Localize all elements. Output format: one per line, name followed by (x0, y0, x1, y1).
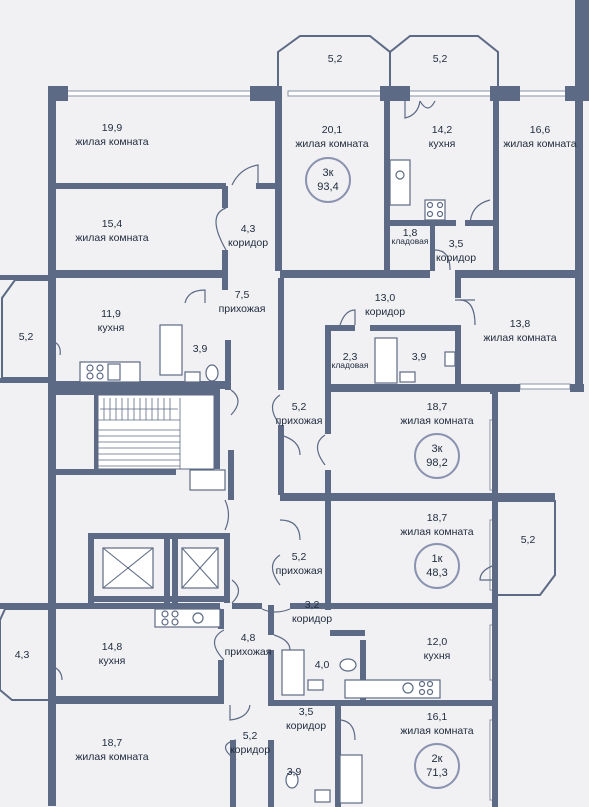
corridor-13-0-area: 13,0 (375, 292, 396, 304)
balcony-right-5-2-area: 5,2 (521, 534, 536, 546)
balcony-left-4-3-area: 4,3 (15, 649, 30, 661)
living-room-19-9-name: жилая комната (75, 136, 148, 148)
apartment-badges: 3к 93,4 3к 98,2 1к 48,3 2к 71,3 (305, 157, 460, 789)
hall-4-8-area: 4,8 (241, 632, 256, 644)
staircase (97, 394, 215, 470)
bath-4-0-area: 4,0 (315, 659, 330, 671)
living-room-16-6-name: жилая комната (503, 138, 576, 150)
balcony-left-5-2-area: 5,2 (19, 331, 34, 343)
corridor-13-0-name: коридор (365, 306, 405, 318)
apt-type: 3к (323, 167, 334, 179)
hall-4-8-name: прихожая (225, 646, 272, 658)
bath-3-9-left-area: 3,9 (193, 343, 208, 355)
apt-type: 3к (432, 443, 443, 455)
apt-badge-3k-98: 3к 98,2 (414, 433, 460, 479)
kitchen-12-0-name: кухня (424, 650, 451, 662)
storage-1-8-area: 1,8 (403, 227, 418, 239)
corridor-4-3-area: 4,3 (241, 223, 256, 235)
kitchen-12-0-area: 12,0 (427, 636, 448, 648)
apt-badge-3k-93: 3к 93,4 (305, 157, 351, 203)
hall-7-5-name: прихожая (219, 303, 266, 315)
living-room-20-1-area: 20,1 (322, 124, 343, 136)
apt-area: 48,3 (426, 567, 447, 579)
room-labels: 5,2 5,2 19,9 жилая комната 20,1 жилая ко… (15, 53, 577, 778)
living-room-16-6-area: 16,6 (530, 124, 551, 136)
living-room-15-4-name: жилая комната (75, 232, 148, 244)
living-room-16-1-area: 16,1 (427, 711, 448, 723)
living-room-13-8-area: 13,8 (510, 318, 531, 330)
corridor-4-3-name: коридор (228, 237, 268, 249)
storage-2-3-name: кладовая (332, 360, 369, 370)
living-room-18-7-upper-area: 18,7 (427, 401, 448, 413)
living-room-18-7-mid-area: 18,7 (427, 512, 448, 524)
kitchen-11-9-area: 11,9 (101, 308, 121, 320)
doors (47, 100, 496, 761)
hall-5-2-lower-name: прихожая (276, 565, 323, 577)
corridor-3-5-top-area: 3,5 (449, 238, 464, 250)
bath-3-9-mid-area: 3,9 (412, 351, 427, 363)
kitchen-11-9-name: кухня (98, 322, 125, 334)
apt-type: 1к (432, 553, 443, 565)
corridor-5-2-bottom-name: коридор (230, 744, 270, 756)
kitchen-14-8-area: 14,8 (102, 641, 123, 653)
corridor-3-5-bottom-name: коридор (286, 720, 326, 732)
corridor-3-5-top-name: коридор (436, 252, 476, 264)
balcony-top-right-area: 5,2 (433, 53, 448, 65)
living-room-16-1-name: жилая комната (400, 725, 473, 737)
elevators (102, 547, 219, 589)
corridor-5-2-bottom-area: 5,2 (243, 730, 258, 742)
storage-1-8-name: кладовая (392, 236, 429, 246)
fixtures (79, 159, 456, 804)
apt-badge-2k-71: 2к 71,3 (414, 743, 460, 789)
hall-5-2-lower-area: 5,2 (292, 551, 307, 563)
living-room-18-7-bottom-area: 18,7 (102, 737, 123, 749)
living-room-19-9-area: 19,9 (102, 122, 123, 134)
bath-3-9-bottom-area: 3,9 (287, 766, 302, 778)
apt-area: 93,4 (317, 181, 338, 193)
apt-area: 71,3 (426, 767, 447, 779)
living-room-13-8-name: жилая комната (483, 332, 556, 344)
living-room-20-1-name: жилая комната (295, 138, 368, 150)
apt-type: 2к (432, 753, 443, 765)
living-room-18-7-mid-name: жилая комната (400, 526, 473, 538)
balcony-top-left-area: 5,2 (328, 53, 343, 65)
kitchen-14-2-name: кухня (429, 138, 456, 150)
corridor-3-2-name: коридор (292, 613, 332, 625)
hall-7-5-area: 7,5 (235, 289, 250, 301)
corridor-3-5-bottom-area: 3,5 (299, 706, 314, 718)
corridor-3-2-area: 3,2 (305, 599, 320, 611)
kitchen-14-8-name: кухня (99, 655, 126, 667)
storage-2-3-area: 2,3 (343, 351, 358, 363)
living-room-15-4-area: 15,4 (102, 218, 123, 230)
apt-badge-1k-48: 1к 48,3 (414, 543, 460, 589)
living-room-18-7-bottom-name: жилая комната (75, 751, 148, 763)
hall-5-2-upper-area: 5,2 (292, 401, 307, 413)
apt-area: 98,2 (426, 457, 447, 469)
kitchen-14-2-area: 14,2 (432, 124, 453, 136)
living-room-18-7-upper-name: жилая комната (400, 415, 473, 427)
hall-5-2-upper-name: прихожая (276, 415, 323, 427)
